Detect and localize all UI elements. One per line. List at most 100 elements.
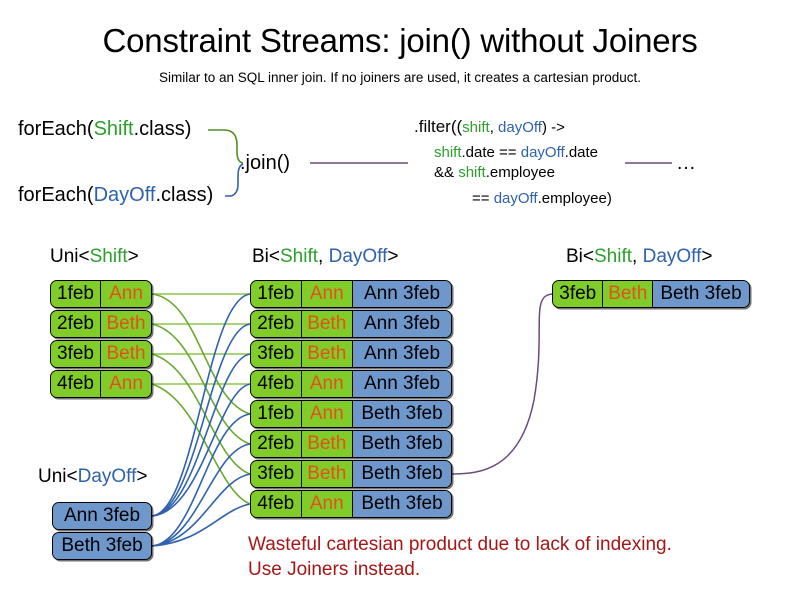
bi-mid-pre: Bi< [252,246,280,267]
uni-shift-pre: Uni< [50,246,90,267]
bi-right-sep: , [632,246,643,267]
uni-shift-card[interactable]: 3feb Beth [50,340,152,368]
header-uni-dayoff: Uni<DayOff> [38,466,148,488]
shift-employee: Ann [100,371,151,397]
filter-l4-a: == [472,190,494,207]
bi-dayoff: Beth 3feb [351,461,451,487]
shift-date: 4feb [51,371,101,397]
filter-l4-b: .employee) [537,190,612,207]
lambda-arrow: ) -> [541,119,565,136]
uni-dayoff-card[interactable]: Ann 3feb [52,502,152,530]
foreach-shift-suffix: .class) [133,118,192,140]
lambda-param-shift: shift [462,119,490,136]
code-filter-line1: .filter((shift, dayOff) -> [414,117,565,137]
header-bi-middle: Bi<Shift, DayOff> [252,246,398,268]
lambda-param-dayoff: dayOff [498,119,542,136]
warning-line-2: Use Joiners instead. [248,559,421,580]
bi-employee: Ann [300,371,352,397]
page-title: Constraint Streams: join() without Joine… [102,22,698,59]
bi-card[interactable]: 3feb Beth Beth 3feb [250,460,452,488]
bi-dayoff: Ann 3feb [351,281,451,307]
bi-mid-type1: Shift [280,246,319,267]
bi-card[interactable]: 4feb Ann Ann 3feb [250,370,452,398]
uni-shift-card[interactable]: 1feb Ann [50,280,152,308]
code-filter-line2: shift.date == dayOff.date [434,144,598,161]
code-join-label: .join() [240,152,291,174]
result-employee: Beth [602,281,652,307]
shift-employee: Ann [100,281,151,307]
uni-shift-post: > [127,246,139,267]
bi-card[interactable]: 4feb Ann Beth 3feb [250,490,452,518]
filter-l2-shift: shift [434,144,462,161]
dayoff-label: Ann 3feb [53,503,151,529]
bi-date: 4feb [251,491,301,517]
type-shift: Shift [93,118,134,140]
bi-dayoff: Beth 3feb [351,491,451,517]
header-uni-shift: Uni<Shift> [50,246,139,268]
bi-employee: Ann [300,491,352,517]
lambda-comma: , [489,119,499,136]
foreach-shift-prefix: forEach( [18,118,94,140]
filter-l2-dayoff: dayOff [520,144,565,161]
bi-right-post: > [701,246,713,267]
foreach-dayoff-suffix: .class) [155,184,214,206]
bi-dayoff: Beth 3feb [351,401,451,427]
shift-date: 3feb [51,341,101,367]
bi-date: 4feb [251,371,301,397]
bi-mid-post: > [387,246,399,267]
dayoff-label: Beth 3feb [53,533,151,559]
result-card[interactable]: 3feb Beth Beth 3feb [552,280,750,308]
bi-date: 2feb [251,311,301,337]
bi-dayoff: Ann 3feb [351,311,451,337]
bi-card[interactable]: 2feb Beth Ann 3feb [250,310,452,338]
filter-l3-shift: shift [458,164,486,181]
bi-employee: Beth [300,461,352,487]
uni-shift-card[interactable]: 2feb Beth [50,310,152,338]
code-foreach-shift: forEach(Shift.class) [18,118,191,141]
bi-card[interactable]: 1feb Ann Ann 3feb [250,280,452,308]
bi-date: 3feb [251,341,301,367]
bi-employee: Beth [300,431,352,457]
filter-open: .filter(( [414,117,463,136]
bi-card[interactable]: 3feb Beth Ann 3feb [250,340,452,368]
bi-employee: Beth [300,311,352,337]
uni-dayoff-post: > [136,466,148,487]
uni-dayoff-type: DayOff [77,466,137,487]
shift-employee: Beth [100,341,151,367]
bi-dayoff: Ann 3feb [351,341,451,367]
code-filter-line3: && shift.employee [434,164,555,181]
bi-date: 1feb [251,281,301,307]
shift-date: 1feb [51,281,101,307]
filter-l2-a: .date == [461,144,521,161]
uni-dayoff-pre: Uni< [38,466,78,487]
bi-right-pre: Bi< [566,246,594,267]
bi-mid-type2: DayOff [328,246,388,267]
bi-right-type1: Shift [594,246,633,267]
header-bi-right: Bi<Shift, DayOff> [566,246,712,268]
uni-dayoff-card[interactable]: Beth 3feb [52,532,152,560]
page-subtitle: Similar to an SQL inner join. If no join… [159,70,641,85]
uni-shift-card[interactable]: 4feb Ann [50,370,152,398]
bi-card[interactable]: 2feb Beth Beth 3feb [250,430,452,458]
bi-card[interactable]: 1feb Ann Beth 3feb [250,400,452,428]
shift-employee: Beth [100,311,151,337]
bi-right-type2: DayOff [642,246,702,267]
filter-l3-a: && [434,164,459,181]
bi-dayoff: Beth 3feb [351,431,451,457]
type-dayoff: DayOff [93,184,156,206]
code-foreach-dayoff: forEach(DayOff.class) [18,184,213,207]
filter-l4-dayoff: dayOff [493,190,538,207]
result-date: 3feb [553,281,603,307]
bi-date: 3feb [251,461,301,487]
bi-dayoff: Ann 3feb [351,371,451,397]
bi-date: 2feb [251,431,301,457]
foreach-dayoff-prefix: forEach( [18,184,94,206]
filter-l2-b: .date [564,144,599,161]
filter-l3-b: .employee [485,164,555,181]
bi-employee: Ann [300,281,352,307]
code-filter-line4: == dayOff.employee) [472,190,612,207]
uni-shift-type: Shift [89,246,128,267]
bi-mid-sep: , [318,246,329,267]
shift-date: 2feb [51,311,101,337]
